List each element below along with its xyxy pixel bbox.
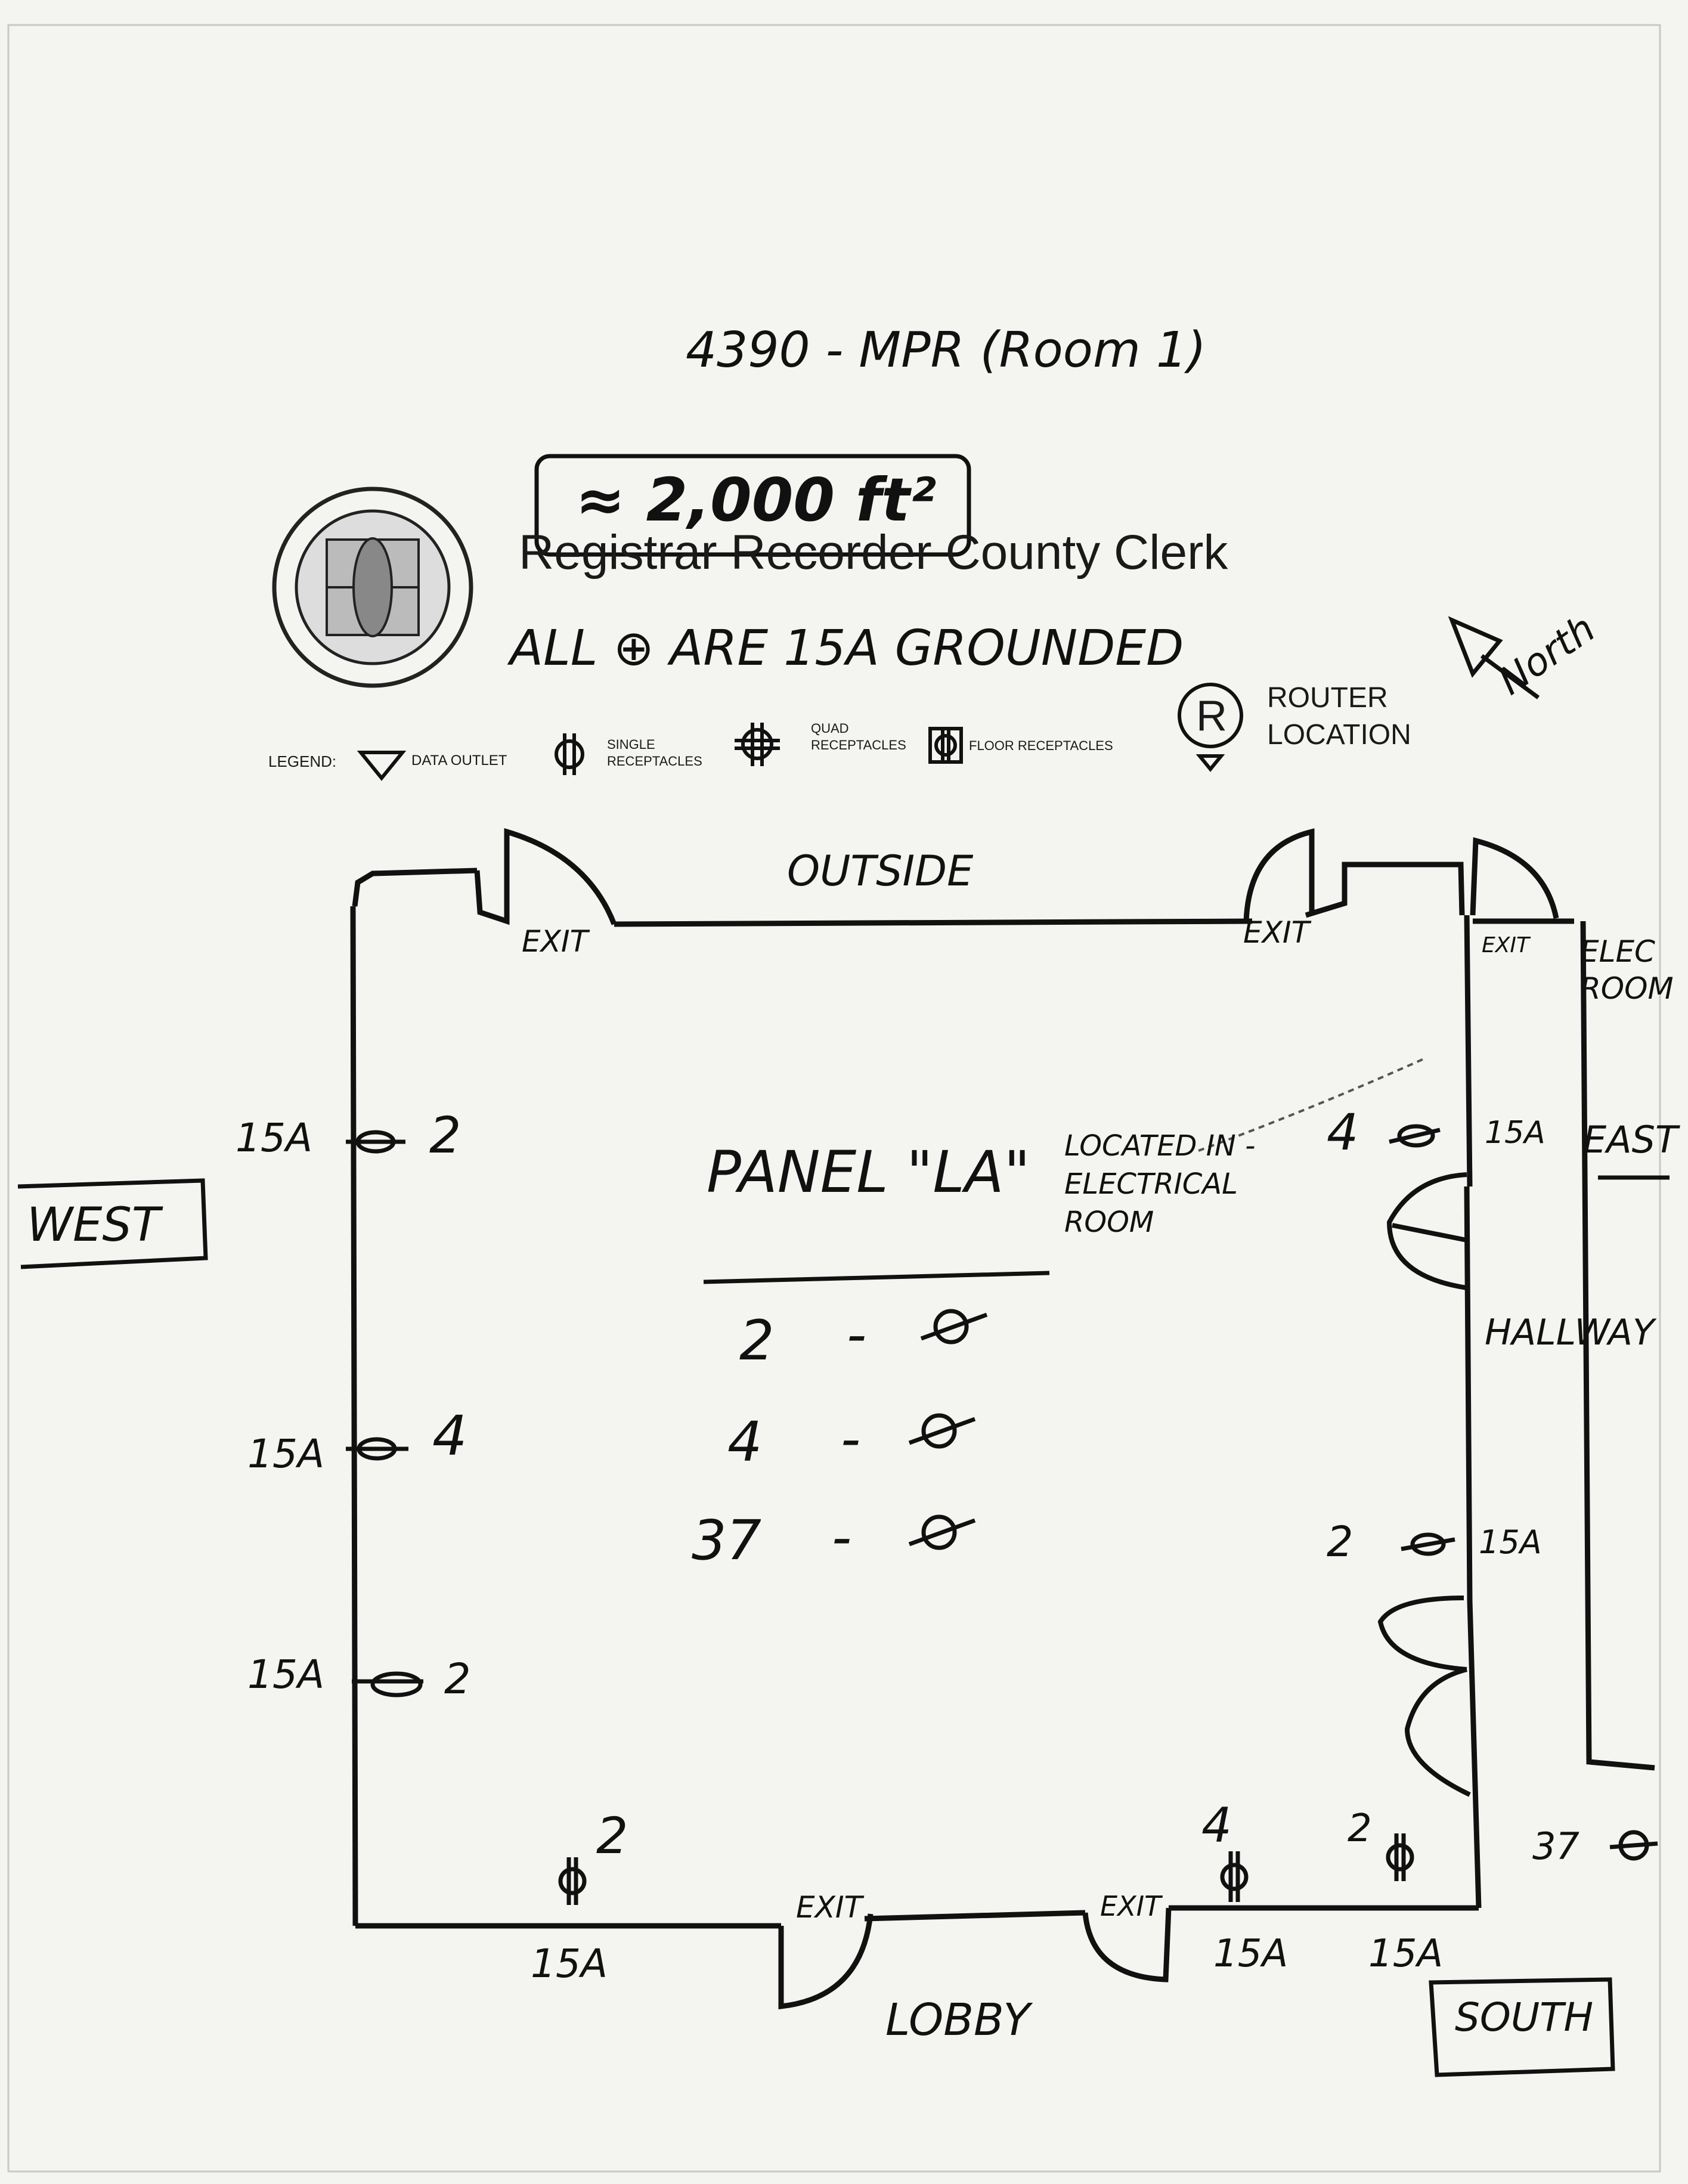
outlet-amp: 15A <box>531 1941 608 1987</box>
panel-underline <box>703 1271 1050 1284</box>
area-label: ≈ 2,000 ft² <box>575 465 936 535</box>
hallway-doors <box>1377 1172 1471 1797</box>
outlet-count: 2 <box>1348 1807 1372 1851</box>
panel-separator: - <box>841 1407 861 1471</box>
outlet-count: 2 <box>444 1655 471 1703</box>
legend-data-outlet: DATA OUTLET <box>411 752 507 769</box>
room-title: 4390 - MPR (Room 1) <box>686 322 1207 379</box>
outlet-amp: 15A <box>236 1115 313 1161</box>
panel-count: 37 <box>692 1508 762 1572</box>
panel-separator: - <box>832 1505 852 1569</box>
legend-symbols <box>357 683 1243 781</box>
legend-router-location: ROUTER LOCATION <box>1267 682 1411 751</box>
outlet-count: 37 <box>1532 1824 1579 1868</box>
south-label: SOUTH <box>1455 1994 1594 2040</box>
east-label: EAST <box>1583 1118 1678 1161</box>
outlet-symbols <box>346 1124 1658 1905</box>
grounded-note: ALL ⊕ ARE 15A GROUNDED <box>510 620 1184 677</box>
outlet-count: 4 <box>1201 1798 1232 1853</box>
legend-label: LEGEND: <box>268 752 337 770</box>
room-walls <box>350 828 1655 2010</box>
outlet-amp: 15A <box>1485 1115 1545 1151</box>
county-seal <box>272 487 473 688</box>
outlet-amp: 15A <box>1479 1523 1542 1561</box>
outlet-amp: 15A <box>1368 1932 1444 1976</box>
exit-label: EXIT <box>1243 915 1310 950</box>
panel-title: PANEL "LA" <box>707 1139 1030 1206</box>
legend-floor-receptacles: FLOOR RECEPTACLES <box>969 738 1113 753</box>
panel-count: 4 <box>727 1410 763 1474</box>
exit-label: EXIT <box>522 924 589 959</box>
panel-count: 2 <box>739 1309 775 1373</box>
legend-router-glyph: R <box>1196 692 1227 740</box>
outlet-count: 2 <box>596 1807 628 1865</box>
outlet-amp: 15A <box>247 1431 325 1477</box>
outside-label: OUTSIDE <box>787 847 974 896</box>
exit-label: EXIT <box>1100 1890 1162 1922</box>
west-box <box>17 1178 208 1269</box>
outlet-amp: 15A <box>1213 1932 1289 1976</box>
exit-label: EXIT <box>1482 933 1530 958</box>
outlet-count: 4 <box>432 1404 467 1468</box>
outlet-count: 4 <box>1327 1103 1359 1161</box>
north-arrow <box>1448 616 1540 699</box>
hallway-label: HALLWAY <box>1485 1312 1655 1353</box>
exit-label: EXIT <box>796 1890 863 1925</box>
lobby-label: LOBBY <box>885 1994 1030 2046</box>
outlet-count: 2 <box>1327 1517 1354 1566</box>
legend-single-receptacles: SINGLE RECEPTACLES <box>607 737 702 769</box>
south-box <box>1429 1977 1615 2077</box>
legend-quad-receptacles: QUAD RECEPTACLES <box>811 721 906 752</box>
org-name: Registrar Recorder County Clerk <box>519 525 1228 580</box>
panel-separator: - <box>847 1303 867 1367</box>
panel-location: LOCATED IN -ELECTRICAL ROOM <box>1064 1129 1256 1239</box>
outlet-amp: 15A <box>247 1652 325 1697</box>
west-label: WEST <box>27 1198 160 1252</box>
area-box <box>534 454 971 557</box>
outlet-count: 2 <box>429 1106 462 1164</box>
elec-room-label: ELEC ROOM <box>1580 934 1674 1006</box>
